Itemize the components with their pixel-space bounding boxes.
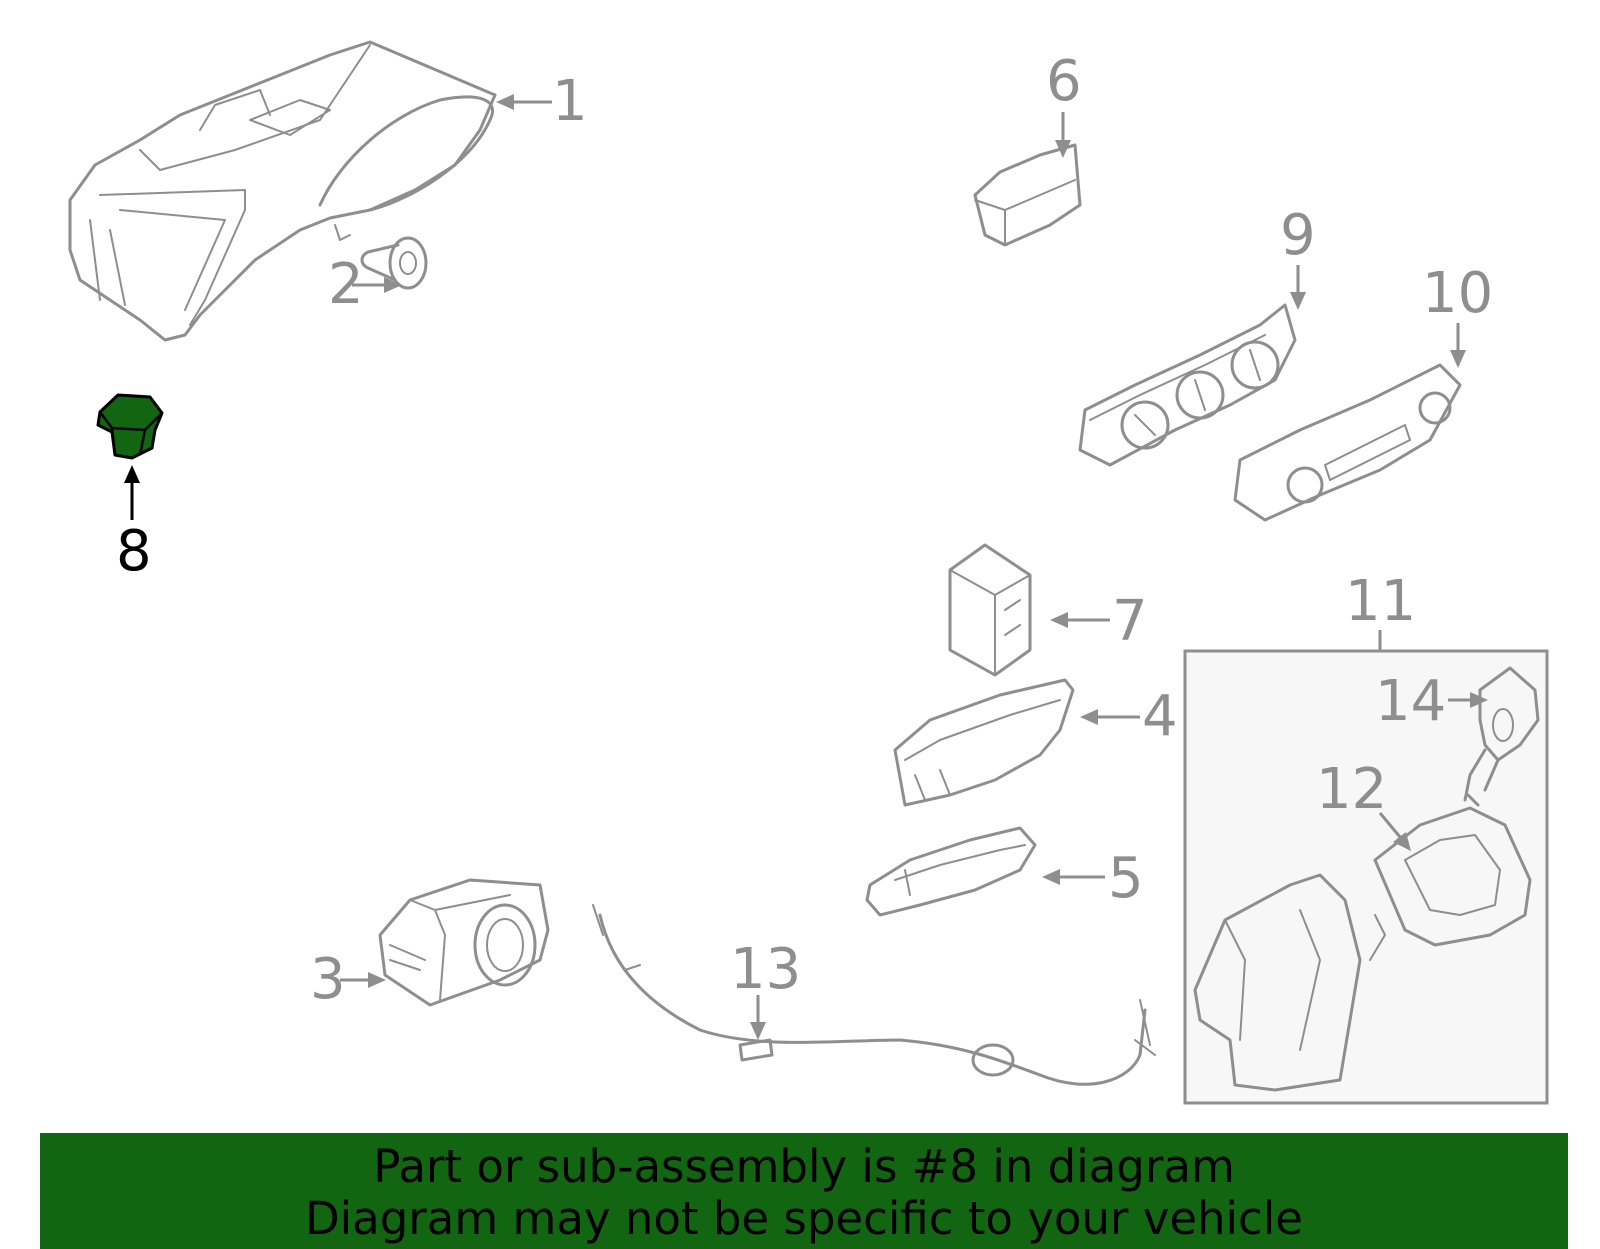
- part-14-shift-knob[interactable]: [1463, 666, 1540, 807]
- part-4-switch-panel[interactable]: [893, 678, 1075, 807]
- callout-9: 9: [1280, 203, 1316, 268]
- callout-13: 13: [730, 937, 801, 1002]
- info-banner: Part or sub-assembly is #8 in diagram Di…: [40, 1133, 1568, 1249]
- callout-6: 6: [1046, 49, 1082, 114]
- part-13-shift-cable[interactable]: [592, 904, 1156, 1086]
- part-1-instrument-panel[interactable]: [68, 40, 497, 342]
- callout-3: 3: [310, 947, 346, 1012]
- callout-7: 7: [1112, 589, 1148, 654]
- banner-line-disclaimer: Diagram may not be specific to your vehi…: [305, 1192, 1303, 1245]
- callout-2: 2: [328, 252, 364, 317]
- callout-14: 14: [1375, 669, 1446, 734]
- part-10-audio-control[interactable]: [1233, 363, 1462, 522]
- part-11-shifter-assembly-box[interactable]: [1183, 649, 1549, 1105]
- callout-8: 8: [116, 519, 152, 584]
- callout-10: 10: [1422, 261, 1493, 326]
- callout-4: 4: [1142, 684, 1178, 749]
- leader-lines: [124, 94, 1488, 1040]
- part-7-control-module[interactable]: [948, 543, 1032, 677]
- part-3-headlamp-switch[interactable]: [378, 878, 550, 1007]
- part-2-push-clip[interactable]: [360, 236, 428, 290]
- part-12-shifter-bezel[interactable]: [1373, 806, 1532, 947]
- part-8-highlighted-switch[interactable]: [96, 393, 164, 460]
- callout-1: 1: [552, 69, 588, 134]
- banner-line-part: Part or sub-assembly is #8 in diagram: [373, 1140, 1235, 1193]
- part-5-switch-bezel[interactable]: [865, 826, 1037, 917]
- part-6-trim[interactable]: [973, 143, 1082, 247]
- callout-labels: 1 2 3 4 5 6 7 8 9 10 11 12 13 14: [116, 49, 1493, 1012]
- callout-5: 5: [1108, 846, 1144, 911]
- callout-12: 12: [1316, 757, 1387, 822]
- callout-11: 11: [1345, 569, 1416, 634]
- part-9-climate-control[interactable]: [1078, 303, 1297, 467]
